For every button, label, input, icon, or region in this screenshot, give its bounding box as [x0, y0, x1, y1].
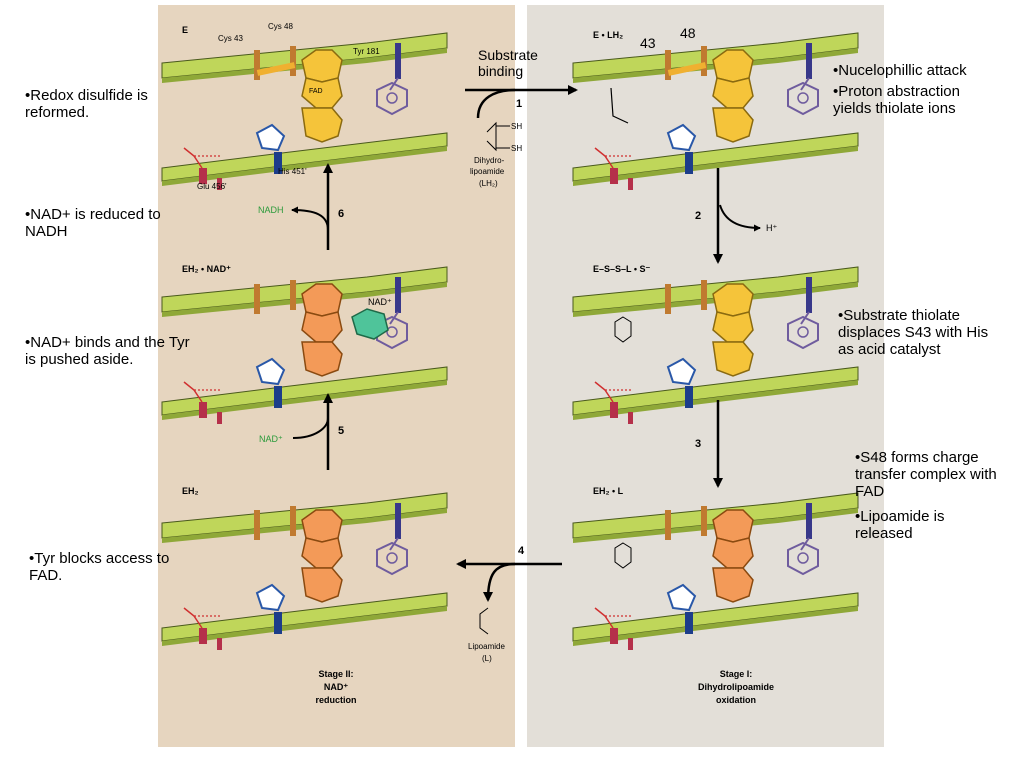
- residue-cys48: Cys 48: [268, 22, 293, 31]
- note-nad-reduced: •NAD+ is reduced to NADH: [25, 206, 161, 240]
- residue-cys43: Cys 43: [218, 34, 243, 43]
- note-nad-binds: •NAD+ binds and the Tyr is pushed aside.: [25, 334, 190, 368]
- nadplus-label: NAD⁺: [259, 434, 283, 444]
- state-eh2: [161, 492, 448, 651]
- nad-bound-label: NAD⁺: [368, 297, 392, 307]
- state-eh2-nad: [161, 266, 448, 425]
- step-5-number: 5: [338, 425, 344, 437]
- state-label-eh2: EH₂: [182, 486, 199, 496]
- dihydrolipoamide-molecule: [486, 121, 510, 152]
- state-label-eh2-nad: EH₂ • NAD⁺: [182, 264, 231, 274]
- note-tyr-blocks: •Tyr blocks access to FAD.: [29, 550, 170, 584]
- dihydrolipoamide-line1: Dihydro-: [474, 156, 505, 165]
- state-e: [161, 32, 448, 191]
- step-6-number: 6: [338, 208, 344, 220]
- step-3-number: 3: [695, 438, 701, 450]
- note-lipoamide-released: •Lipoamide is released: [855, 508, 945, 542]
- dihydrolipoamide-line3: (LH₂): [479, 179, 498, 188]
- stage2-label-2: NAD⁺: [324, 682, 348, 692]
- step-1-number: 1: [516, 98, 522, 110]
- step-2-number: 2: [695, 210, 701, 222]
- lipoamide-molecule: [479, 607, 489, 635]
- state-label-eh2-l: EH₂ • L: [593, 486, 624, 496]
- note-s48: •S48 forms charge transfer complex with …: [855, 449, 997, 500]
- residue-fad: FAD: [309, 88, 323, 95]
- lipoamide-line2: (L): [482, 654, 492, 663]
- step-1-arrow: [465, 85, 578, 119]
- state-eh2-l: [572, 492, 859, 651]
- step-5-arrow: [292, 393, 333, 470]
- nad-hexagon: [351, 308, 389, 340]
- state-label-e-lh2: E • LH₂: [593, 30, 623, 40]
- step-6-arrow: [291, 163, 333, 250]
- dihydrolipoamide-line2: lipoamide: [470, 167, 505, 176]
- nadh-label: NADH: [258, 205, 284, 215]
- stage2-label-3: reduction: [315, 695, 356, 705]
- step-4-number: 4: [518, 545, 525, 557]
- note-nucleophilic: •Nucelophillic attack: [833, 62, 967, 79]
- step-2-arrow: [713, 168, 761, 264]
- residue-tyr181: Tyr 181: [353, 47, 380, 56]
- stage1-label-1: Stage I:: [720, 669, 753, 679]
- hplus-label: H⁺: [766, 223, 777, 233]
- stage2-label-1: Stage II:: [318, 669, 353, 679]
- sh-label-1: SH: [511, 122, 522, 131]
- state-label-e-ssl-s: E–S–S–L • S⁻: [593, 264, 651, 274]
- state-e-lh2: [572, 32, 859, 191]
- sh-label-2: SH: [511, 144, 522, 153]
- residue-his451: His 451': [278, 167, 307, 176]
- label-43: 43: [640, 35, 656, 51]
- note-redox: •Redox disulfide is reformed.: [25, 87, 148, 121]
- lipoamide-line1: Lipoamide: [468, 642, 505, 651]
- label-48: 48: [680, 25, 696, 41]
- substrate-binding-label: Substrate binding: [478, 47, 538, 79]
- step-4-arrow: [456, 559, 562, 602]
- note-thiolate: •Substrate thiolate displaces S43 with H…: [838, 307, 989, 358]
- stage1-label-3: oxidation: [716, 695, 756, 705]
- stage1-label-2: Dihydrolipoamide: [698, 682, 774, 692]
- residue-glu456: Glu 456': [197, 182, 227, 191]
- note-proton: •Proton abstraction yields thiolate ions: [833, 83, 960, 117]
- state-e-ssl-s: [572, 266, 859, 425]
- state-label-e: E: [182, 25, 188, 35]
